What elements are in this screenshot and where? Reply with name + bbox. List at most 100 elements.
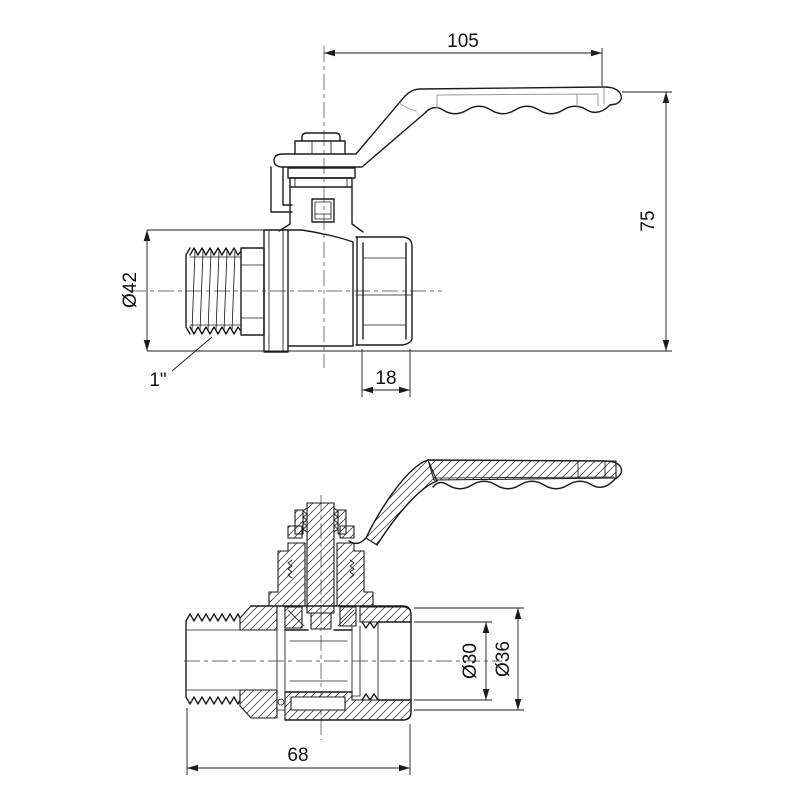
hex-bottom-wall <box>239 689 278 719</box>
dim-36-extensions <box>414 607 524 711</box>
handle-outer-edge <box>355 86 623 155</box>
coupling-outline <box>355 236 413 346</box>
dim-68-arrow-right <box>399 764 410 772</box>
section-ball <box>284 625 361 697</box>
dim-30-arrow-top <box>482 622 490 633</box>
dim-label-coupling-length: 18 <box>375 368 396 389</box>
stem-washer-left <box>287 525 303 539</box>
stem-nut-cap <box>301 132 341 142</box>
dim-105-arrow-left <box>324 49 335 57</box>
coupling-facets <box>355 257 413 326</box>
thread-size-leader <box>171 336 213 372</box>
thread-crest-top <box>189 247 242 256</box>
section-handle-top <box>427 459 623 480</box>
gland-thread-right <box>349 559 355 579</box>
handle-mount-plate <box>273 153 362 168</box>
dim-75-extensions <box>147 91 672 352</box>
dim-105-arrow-right <box>591 49 602 57</box>
dim-handle-length: 105 <box>324 31 603 86</box>
section-handle-wave <box>432 478 616 490</box>
handle-grip-wave <box>424 104 611 115</box>
handle-panel-lines <box>436 87 605 109</box>
stem-disc-upper <box>287 167 356 179</box>
stem-nut-facets <box>311 140 332 155</box>
dim-75-arrow-bottom <box>662 340 670 351</box>
dim-label-bore-diameter: Ø30 <box>460 643 481 679</box>
dim-label-thread-size: 1" <box>149 370 166 391</box>
thread-crest-bottom <box>189 326 242 335</box>
gland-thread-left <box>287 559 293 579</box>
flange-inner-lines <box>268 229 284 353</box>
dim-18-extensions <box>361 349 411 397</box>
stem-thread-right <box>333 507 339 533</box>
body-top-wall-outlet <box>359 606 412 623</box>
dim-total-height: 75 <box>147 91 672 352</box>
ball-edges <box>284 629 353 693</box>
dim-label-handle-length: 105 <box>447 31 479 52</box>
neck-window-outer <box>311 198 335 223</box>
handle-arm-section <box>365 459 438 546</box>
dim-label-body-length: 68 <box>287 745 308 766</box>
dim-36-arrow-bottom <box>514 699 522 710</box>
female-coupling <box>355 236 413 346</box>
dim-coupling-length: 18 <box>361 349 411 397</box>
seat-ring-left <box>276 617 286 711</box>
stem-washer-right <box>339 525 355 539</box>
dim-bore-diameter: Ø30 <box>414 621 492 701</box>
body-top-wall-left <box>284 606 303 629</box>
dim-outlet-diameter: Ø36 <box>414 607 524 711</box>
dim-75-arrow-top <box>662 92 670 103</box>
ball-bore-lines <box>289 640 348 682</box>
gland-right <box>336 542 374 607</box>
stem-assembly <box>270 132 362 213</box>
section-stem <box>287 502 355 630</box>
female-thread-bottom <box>361 693 412 701</box>
hex-top-wall <box>239 605 278 631</box>
section-female-thread <box>361 621 412 701</box>
side-view: 105 75 Ø42 18 1" <box>120 31 672 397</box>
lever-handle <box>355 86 623 168</box>
dim-18-arrow-right <box>399 386 410 394</box>
stem-disc-lower <box>289 177 353 188</box>
side-bracket <box>270 166 293 213</box>
thread-end-face <box>185 247 191 335</box>
section-body <box>250 605 412 721</box>
dim-label-total-height: 75 <box>638 210 659 231</box>
dim-flange-diameter: Ø42 <box>120 229 288 351</box>
dim-30-arrow-bottom <box>482 689 490 700</box>
dim-68-arrow-left <box>187 764 198 772</box>
dim-label-flange-diameter: Ø42 <box>120 272 141 308</box>
section-thread-roots <box>186 629 278 691</box>
gland-left <box>268 542 306 607</box>
dim-18-arrow-left <box>362 386 373 394</box>
stem-disc-marks <box>294 177 348 188</box>
hex-section <box>240 247 265 336</box>
stem-nut-body <box>294 140 346 155</box>
handle-inner-edge <box>361 112 426 168</box>
seat-ring-right <box>351 625 361 697</box>
neck-window-inner <box>314 201 332 220</box>
dim-42-arrow-bottom <box>143 340 151 351</box>
hex-facets <box>240 264 265 319</box>
stem-tang <box>310 612 332 630</box>
stem-shaft <box>306 502 335 614</box>
body-outline <box>287 229 354 347</box>
hex-outline <box>240 247 265 336</box>
body-neck-slants <box>287 609 355 627</box>
thread-root-lines <box>189 256 241 326</box>
dim-label-outlet-diameter: Ø36 <box>493 641 514 677</box>
valve-body <box>278 186 364 347</box>
section-gland <box>268 542 374 607</box>
thread-size-callout: 1" <box>149 336 213 391</box>
section-thread-crest-bottom <box>185 696 241 705</box>
dim-42-arrow-top <box>143 230 151 241</box>
female-thread-top <box>361 621 412 629</box>
section-handle-arm-edges <box>348 459 438 546</box>
stem-thread-left <box>302 507 308 533</box>
section-thread-crest-top <box>185 613 241 622</box>
section-handle-panel <box>433 460 615 479</box>
dim-30-extensions <box>414 621 492 701</box>
section-hex <box>239 605 286 719</box>
